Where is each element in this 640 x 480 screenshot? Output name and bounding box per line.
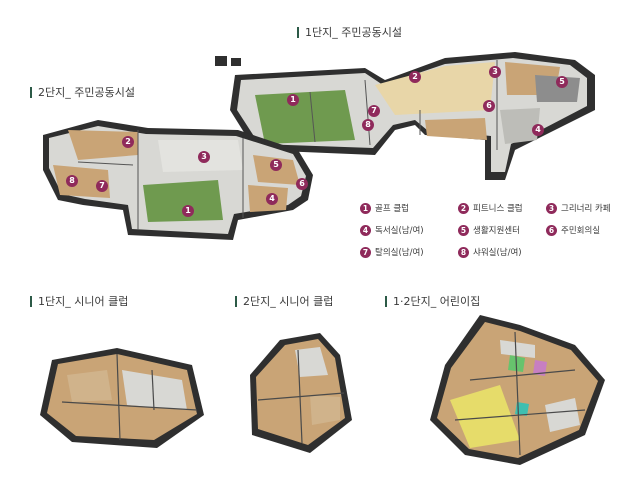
legend-item: 2 피트니스 클럽 bbox=[458, 202, 546, 214]
complex2-community-floorplan bbox=[43, 120, 313, 240]
legend-label: 샤워실(남/여) bbox=[473, 248, 522, 258]
complex2-marker-2: 2 bbox=[122, 136, 134, 148]
legend-label: 생활지원센터 bbox=[473, 226, 520, 236]
legend-item: 5 생활지원센터 bbox=[458, 224, 546, 236]
complex1-marker-1: 1 bbox=[287, 94, 299, 106]
complex1-community-title: 1단지_ 주민공동시설 bbox=[297, 24, 402, 40]
complex1-marker-3: 3 bbox=[489, 66, 501, 78]
title-accent-bar bbox=[30, 295, 32, 307]
complex1-marker-4: 4 bbox=[532, 124, 544, 136]
complex2-marker-4: 4 bbox=[266, 193, 278, 205]
complex1-marker-8: 8 bbox=[362, 119, 374, 131]
complex1-marker-2: 2 bbox=[409, 71, 421, 83]
complex1-marker-6: 6 bbox=[483, 100, 495, 112]
legend-item: 3 그리너리 카페 bbox=[546, 202, 636, 214]
legend-item: 4 독서실(남/여) bbox=[360, 224, 458, 236]
complex1-marker-7: 7 bbox=[368, 105, 380, 117]
legend-number: 6 bbox=[546, 224, 557, 236]
complex2-senior-title: 2단지_ 시니어 클럽 bbox=[235, 293, 333, 309]
legend-item: 8 샤워실(남/여) bbox=[458, 246, 546, 258]
legend-number: 8 bbox=[458, 246, 469, 258]
legend-label: 피트니스 클럽 bbox=[473, 204, 523, 214]
legend-number: 3 bbox=[546, 202, 557, 214]
complex2-marker-8: 8 bbox=[66, 175, 78, 187]
facility-legend: 1 골프 클럽 2 피트니스 클럽 3 그리너리 카페 4 독서실(남/여) 5 생활지원… bbox=[360, 202, 630, 258]
complex1-senior-title: 1단지_ 시니어 클럽 bbox=[30, 293, 128, 309]
legend-number: 4 bbox=[360, 224, 371, 236]
title-accent-bar bbox=[385, 295, 387, 307]
complex2-marker-1: 1 bbox=[182, 205, 194, 217]
legend-number: 5 bbox=[458, 224, 469, 236]
complex2-marker-7: 7 bbox=[96, 180, 108, 192]
legend-number: 7 bbox=[360, 246, 371, 258]
complex2-community-title: 2단지_ 주민공동시설 bbox=[30, 84, 135, 100]
legend-item: 1 골프 클럽 bbox=[360, 202, 458, 214]
complex1-senior-floorplan bbox=[40, 348, 204, 448]
daycare-title: 1·2단지_ 어린이집 bbox=[385, 293, 480, 309]
complex2-marker-6: 6 bbox=[296, 178, 308, 190]
complex2-marker-3: 3 bbox=[198, 151, 210, 163]
complex2-marker-5: 5 bbox=[270, 159, 282, 171]
legend-label: 주민회의실 bbox=[561, 226, 601, 236]
title-accent-bar bbox=[30, 86, 32, 98]
complex2-senior-floorplan bbox=[250, 333, 352, 453]
legend-label: 탈의실(남/여) bbox=[375, 248, 424, 258]
legend-number: 1 bbox=[360, 202, 371, 214]
legend-label: 그리너리 카페 bbox=[561, 204, 611, 214]
legend-label: 골프 클럽 bbox=[375, 204, 409, 214]
complex1-community-floorplan bbox=[215, 52, 595, 180]
daycare-floorplan bbox=[430, 315, 605, 465]
legend-number: 2 bbox=[458, 202, 469, 214]
title-accent-bar bbox=[235, 295, 237, 307]
legend-item: 6 주민회의실 bbox=[546, 224, 636, 236]
complex1-marker-5: 5 bbox=[556, 76, 568, 88]
legend-item: 7 탈의실(남/여) bbox=[360, 246, 458, 258]
legend-label: 독서실(남/여) bbox=[375, 226, 424, 236]
title-accent-bar bbox=[297, 26, 299, 38]
